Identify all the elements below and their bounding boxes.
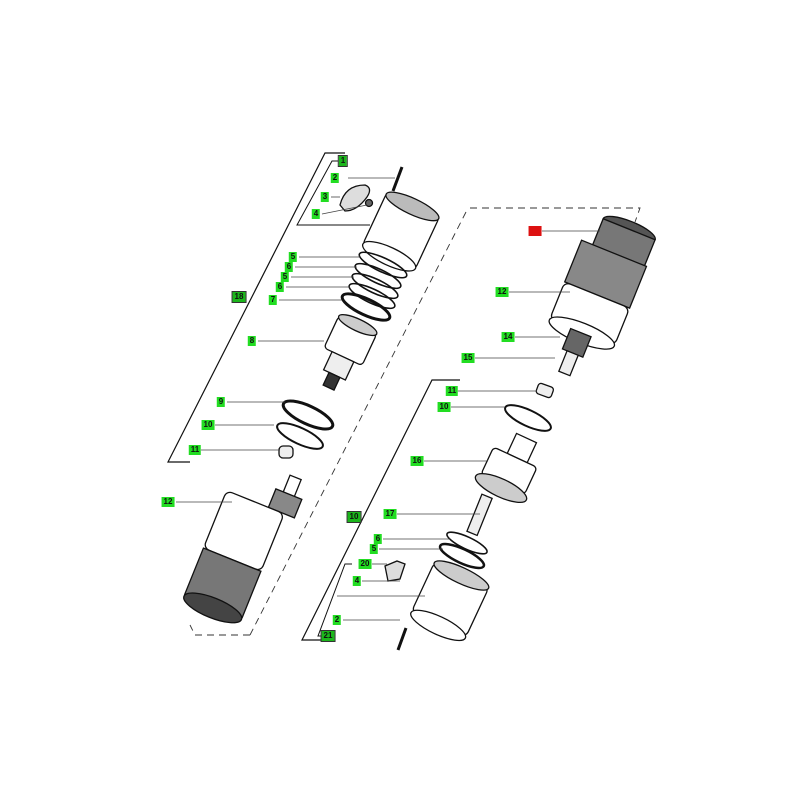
nut bbox=[535, 382, 555, 399]
pin-right bbox=[396, 627, 408, 651]
callout-4[interactable]: 4 bbox=[311, 209, 321, 219]
latch bbox=[384, 560, 406, 582]
spindle-housing-right bbox=[548, 215, 656, 377]
callout-10[interactable]: 10 bbox=[201, 420, 215, 430]
group-bracket-18 bbox=[167, 152, 345, 463]
callout-7[interactable]: 7 bbox=[268, 295, 278, 305]
axis-line-bottom bbox=[189, 624, 250, 636]
group-callout-10[interactable]: 10 bbox=[346, 511, 362, 523]
callout-11-right[interactable]: 11 bbox=[445, 386, 459, 396]
callout-6[interactable]: 6 bbox=[284, 262, 294, 272]
axis-line-left bbox=[470, 207, 641, 223]
callout-15[interactable]: 15 bbox=[461, 353, 475, 363]
callout-17[interactable]: 17 bbox=[383, 509, 397, 519]
gear-chuck-left bbox=[322, 313, 378, 391]
subgroup-bracket-21 bbox=[317, 563, 352, 637]
group-callout-18[interactable]: 18 bbox=[231, 291, 247, 303]
callout-10-right[interactable]: 10 bbox=[437, 402, 451, 412]
callout-13-highlighted[interactable]: 13 bbox=[528, 226, 542, 236]
cap-housing bbox=[361, 191, 440, 272]
callout-11[interactable]: 11 bbox=[188, 445, 202, 455]
callout-2[interactable]: 2 bbox=[330, 173, 340, 183]
callout-3[interactable]: 3 bbox=[320, 192, 330, 202]
callout-6-right[interactable]: 6 bbox=[373, 534, 383, 544]
lever bbox=[339, 184, 371, 212]
callout-2-right[interactable]: 2 bbox=[332, 615, 342, 625]
o-rings bbox=[340, 251, 408, 322]
callout-4-right[interactable]: 4 bbox=[352, 576, 362, 586]
callout-1[interactable]: 1 bbox=[337, 155, 349, 167]
callout-5-right[interactable]: 5 bbox=[369, 544, 379, 554]
cap-housing-right bbox=[410, 560, 490, 642]
callout-21[interactable]: 21 bbox=[320, 630, 336, 642]
leader-lines bbox=[176, 177, 600, 621]
washer bbox=[281, 399, 335, 431]
callout-5[interactable]: 5 bbox=[288, 252, 298, 262]
ring-5 bbox=[438, 542, 486, 570]
callout-6b[interactable]: 6 bbox=[275, 282, 285, 292]
callout-14[interactable]: 14 bbox=[501, 332, 515, 342]
circlip bbox=[276, 422, 324, 450]
callout-12[interactable]: 12 bbox=[161, 497, 175, 507]
spindle-housing-left bbox=[183, 474, 303, 624]
callout-9[interactable]: 9 bbox=[216, 397, 226, 407]
subgroup-bracket-1 bbox=[296, 160, 370, 226]
ball bbox=[364, 198, 374, 208]
callout-8[interactable]: 8 bbox=[247, 336, 257, 346]
circlip-right bbox=[504, 404, 552, 432]
callout-12-right[interactable]: 12 bbox=[495, 287, 509, 297]
callout-20[interactable]: 20 bbox=[358, 559, 372, 569]
pin bbox=[391, 166, 404, 192]
callout-5b[interactable]: 5 bbox=[280, 272, 290, 282]
shaft bbox=[466, 493, 493, 537]
group-bracket-10 bbox=[301, 379, 460, 641]
bushing bbox=[278, 445, 294, 459]
ring-6 bbox=[446, 531, 488, 555]
callout-16[interactable]: 16 bbox=[410, 456, 424, 466]
